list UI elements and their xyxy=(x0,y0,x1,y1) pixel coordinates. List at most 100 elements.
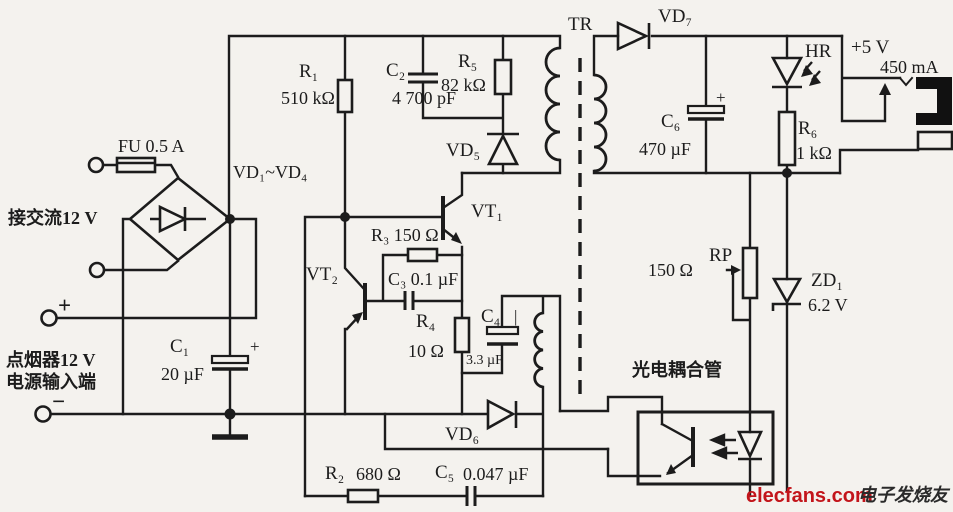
diodes xyxy=(486,20,804,461)
r6-label: R₆ xyxy=(798,118,817,139)
c1-polarity-mark: + xyxy=(250,337,260,356)
rp-value: 150 Ω xyxy=(648,260,693,280)
optocoupler-label: 光电耦合管 xyxy=(631,359,722,380)
r2-value: 680 Ω xyxy=(356,464,401,484)
plus-terminal-circle xyxy=(40,309,58,327)
hr-light-arrow-2 xyxy=(809,74,821,86)
zener-zd1 xyxy=(771,277,803,311)
vt1-label: VT₁ xyxy=(471,201,503,222)
r3-label: R₃ 150 Ω xyxy=(371,225,439,245)
bridge-label: VD₁~VD₄ xyxy=(233,162,307,182)
fuse-label: FU 0.5 A xyxy=(118,136,185,156)
c6-polarity-mark: + xyxy=(716,88,726,107)
c2-label: C₂ xyxy=(386,60,405,81)
vd7-label: VD₇ xyxy=(658,6,692,27)
r2-label: R₂ xyxy=(325,463,344,484)
r5-label: R₅ xyxy=(458,51,477,72)
resistor-r3 xyxy=(406,247,439,263)
c4-coil-loop xyxy=(460,294,562,413)
c2-r5-branch xyxy=(421,34,505,175)
fuse-wire xyxy=(101,163,180,179)
resistors xyxy=(336,58,797,504)
vd6-loop xyxy=(383,385,610,498)
ac-terminal-2 xyxy=(88,261,106,279)
capacitor-c3 xyxy=(403,291,415,310)
rp-wiper-arrow xyxy=(731,265,741,275)
vt1-emitter-arrow xyxy=(451,232,462,244)
junction-dot xyxy=(782,168,792,178)
secondary-winding xyxy=(593,73,608,173)
current-arrow xyxy=(879,83,891,95)
output-current-label: 450 mA xyxy=(880,57,939,77)
r3-c3-wiring xyxy=(363,253,464,303)
zd1-value: 6.2 V xyxy=(808,295,848,315)
resistor-r4 xyxy=(453,316,471,354)
diode-vd7 xyxy=(616,20,651,52)
capacitor-c5 xyxy=(465,486,477,506)
zd1-label: ZD₁ xyxy=(811,270,843,291)
potentiometer-rp xyxy=(741,246,759,300)
transistors xyxy=(352,196,695,475)
bridge-pos-wire xyxy=(55,217,258,438)
wires xyxy=(48,34,920,498)
resistor-r5 xyxy=(493,58,513,96)
plug-break-mark xyxy=(898,76,914,87)
opto-emitter-arrow xyxy=(666,464,676,475)
opto-led xyxy=(736,430,764,461)
ac-terminal-1 xyxy=(87,156,105,174)
r4-value: 10 Ω xyxy=(408,341,444,361)
input-terminals xyxy=(34,156,157,423)
resistor-r1 xyxy=(336,78,354,114)
c4-label: C₄ xyxy=(481,306,500,327)
c3-label: C₃ 0.1 µF xyxy=(388,269,458,289)
vd5-label: VD₅ xyxy=(446,140,480,161)
capacitor-c1-plus-plate xyxy=(210,354,250,365)
output-return-wire xyxy=(838,148,920,175)
resistor-r6 xyxy=(777,110,797,167)
capacitor-c6-plus-plate xyxy=(686,104,726,115)
r5-value: 82 kΩ xyxy=(441,75,486,95)
lighter-label-1: 点烟器12 V xyxy=(6,349,96,370)
transformer-tr xyxy=(533,46,608,395)
diode-vd6 xyxy=(486,398,518,431)
opto-input-wires xyxy=(558,395,695,478)
c2-value: 4 700 pF xyxy=(392,88,456,108)
watermark: elecfans.com 电子发烧友 xyxy=(746,485,951,507)
minus-terminal-circle xyxy=(34,405,52,423)
hr-label: HR xyxy=(805,41,832,62)
junction-dot xyxy=(224,408,236,420)
hr-light-arrow-1 xyxy=(801,65,813,77)
transformer-label: TR xyxy=(568,14,593,35)
c1-value: 20 µF xyxy=(161,364,204,384)
capacitor-c4-plus-plate xyxy=(485,325,520,336)
output-connector xyxy=(916,77,952,125)
junction-dot xyxy=(225,214,235,224)
minus-terminal-mark: − xyxy=(52,389,65,414)
watermark-site: elecfans.com xyxy=(746,485,873,507)
c5-value: 0.047 µF xyxy=(463,464,528,484)
capacitors xyxy=(210,72,726,506)
optocoupler-box xyxy=(636,410,775,486)
bridge-diode-leads xyxy=(150,207,206,231)
output-voltage-label: +5 V xyxy=(851,37,890,58)
bridge-diamond xyxy=(127,176,233,262)
resistor-r2 xyxy=(346,488,380,504)
c6-label: C₆ xyxy=(661,111,680,132)
r4-label: R₄ xyxy=(416,311,435,332)
fuse-body xyxy=(115,156,157,174)
bridge-rectifier xyxy=(127,176,233,262)
vt1-wiring xyxy=(343,171,464,416)
bridge-neg-wire xyxy=(121,217,132,416)
r6-value: 1 kΩ xyxy=(796,143,832,163)
feedback-left-wire xyxy=(303,215,347,498)
vt2-emitter-arrow xyxy=(352,312,363,324)
c4-polarity-mark: | xyxy=(514,307,517,326)
primary-winding xyxy=(544,46,561,162)
feedback-winding xyxy=(533,311,544,389)
ac2-wire xyxy=(102,259,180,272)
r1-label: R₁ xyxy=(299,61,318,82)
connector-tab xyxy=(916,130,953,151)
hr-arrow-tail-2 xyxy=(811,70,821,81)
c6-value: 470 µF xyxy=(639,139,691,159)
